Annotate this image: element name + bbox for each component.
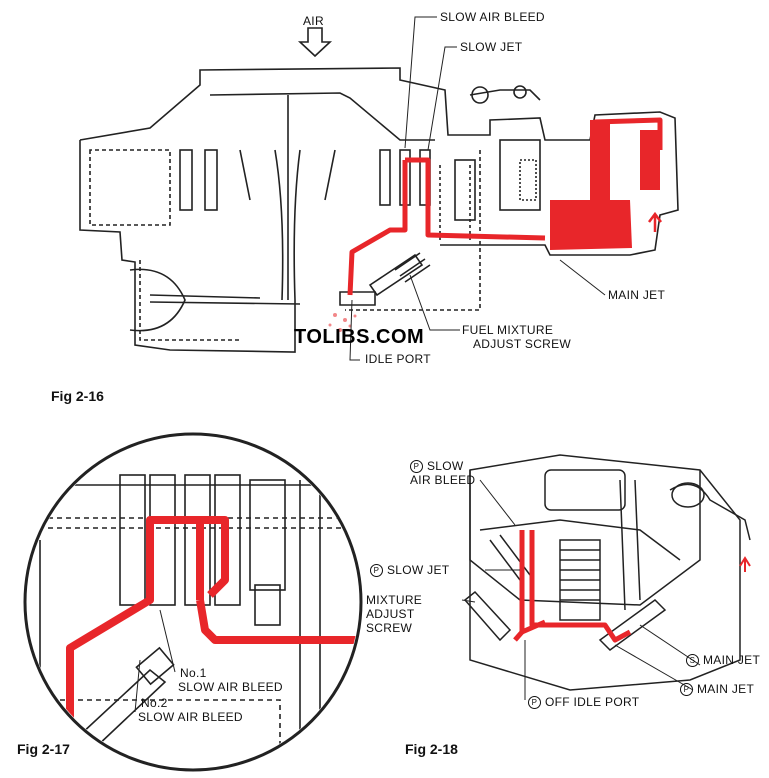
watermark: TOLIBS.COM	[294, 326, 425, 348]
air-arrow-icon	[297, 27, 333, 58]
p-mark-icon: P	[528, 696, 541, 709]
slow-system-closeup	[23, 432, 363, 772]
carburetor-cross-section	[79, 27, 679, 353]
idle-port-label: IDLE PORT	[365, 352, 431, 366]
adjust-screw-label: ADJUST SCREW	[473, 337, 572, 351]
off-idle-port-text: OFF IDLE PORT	[545, 695, 640, 709]
s-main-jet-text: MAIN JET	[703, 653, 761, 667]
mixture-label: MIXTURE	[366, 593, 423, 607]
no1-slow-air-bleed-label: SLOW AIR BLEED	[178, 680, 283, 694]
s-main-jet-label: S MAIN JET	[686, 654, 760, 667]
adjust-label: ADJUST	[366, 607, 415, 621]
slow-text: SLOW	[427, 459, 464, 473]
p-mark-icon: P	[410, 460, 423, 473]
carburetor-perspective	[463, 454, 751, 691]
fuel-mixture-label: FUEL MIXTURE	[462, 323, 554, 337]
p-main-jet-label: P MAIN JET	[680, 683, 754, 696]
slow-jet-label: SLOW JET	[460, 40, 523, 54]
leader-lines-fig16	[349, 16, 606, 361]
fig-2-17-caption: Fig 2-17	[17, 741, 70, 757]
p-slow-jet-label: P SLOW JET	[370, 564, 449, 577]
air-bleed-label: AIR BLEED	[410, 473, 476, 487]
fig-2-16-caption: Fig 2-16	[51, 388, 104, 404]
s-mark-icon: S	[686, 654, 699, 667]
inlet-arrow-icon	[739, 556, 751, 572]
no1-label: No.1	[180, 666, 207, 680]
air-label: AIR	[303, 14, 324, 28]
p-off-idle-port-label: P OFF IDLE PORT	[528, 696, 639, 709]
slow-air-bleed-label: SLOW AIR BLEED	[440, 10, 545, 24]
p-mark-icon: P	[680, 683, 693, 696]
p-mark-icon: P	[370, 564, 383, 577]
fuel-passage-fig18	[513, 530, 632, 643]
p-slow-label: P SLOW	[410, 460, 464, 473]
p-main-jet-text: MAIN JET	[697, 682, 755, 696]
fuel-inlet-arrow-icon	[648, 211, 662, 232]
screw-label: SCREW	[366, 621, 413, 635]
float-bowl-fuel	[550, 120, 660, 250]
no2-label: No.2	[141, 696, 168, 710]
no2-slow-air-bleed-label: SLOW AIR BLEED	[138, 710, 243, 724]
slow-jet-text: SLOW JET	[387, 563, 450, 577]
main-jet-label: MAIN JET	[608, 288, 666, 302]
fig-2-18-caption: Fig 2-18	[405, 741, 458, 757]
